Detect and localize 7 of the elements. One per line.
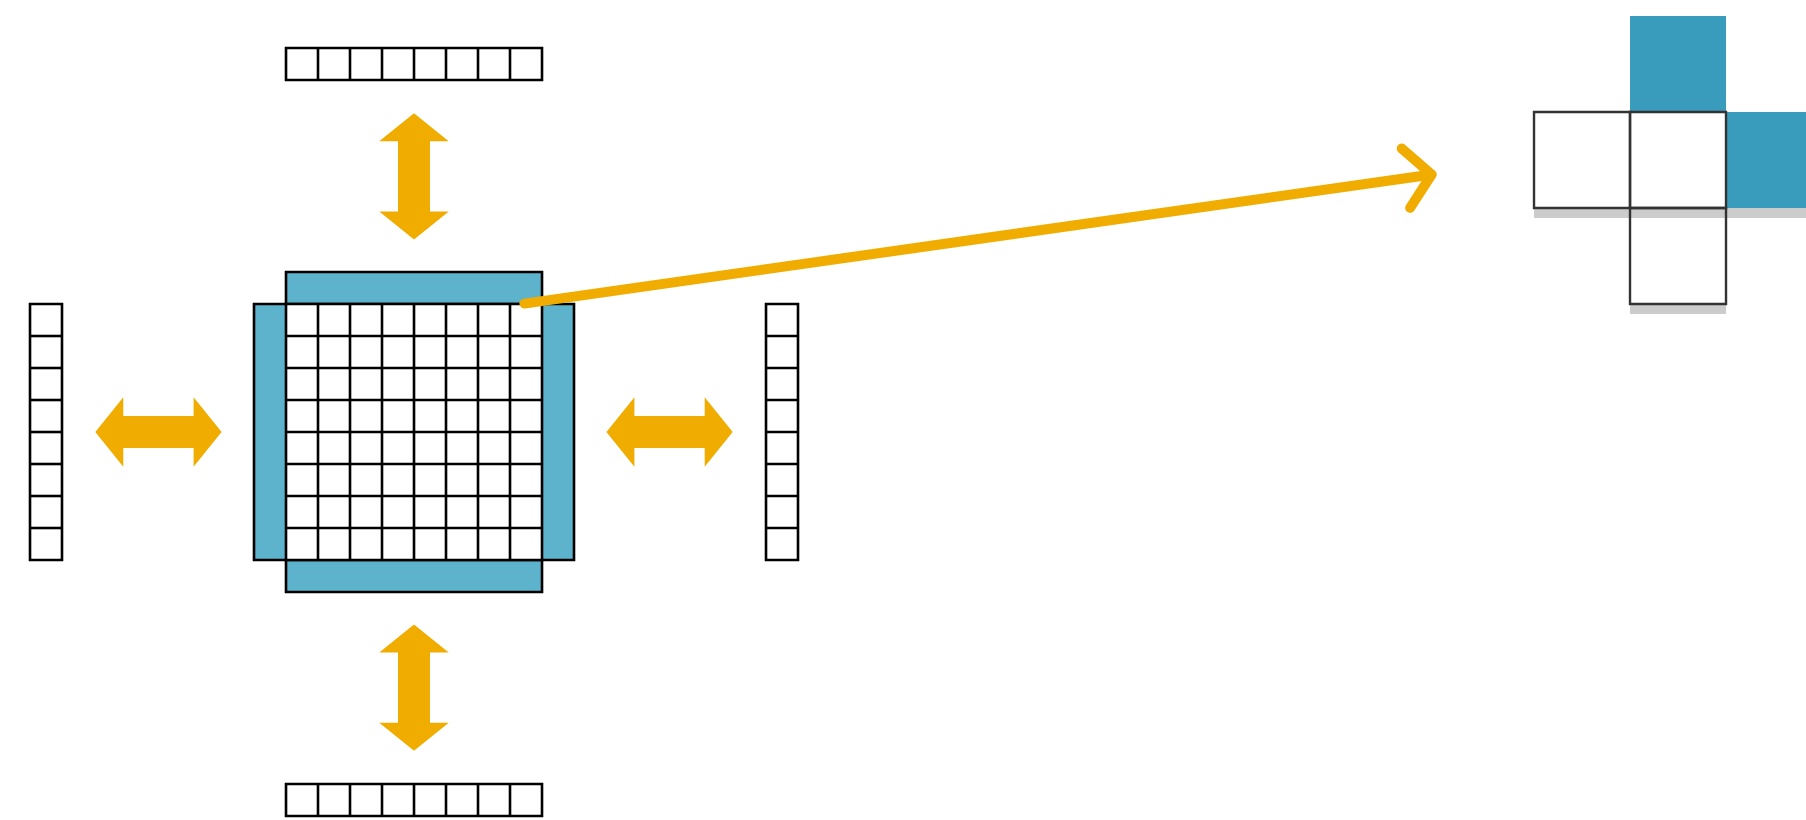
strip-drawing [284, 782, 544, 818]
strip-drawing [764, 302, 800, 562]
stencil-drawing [1532, 16, 1806, 314]
strip-drawing [28, 302, 64, 562]
grid-drawing [252, 270, 576, 594]
strip-drawing [284, 46, 544, 82]
arrow [519, 143, 1437, 309]
